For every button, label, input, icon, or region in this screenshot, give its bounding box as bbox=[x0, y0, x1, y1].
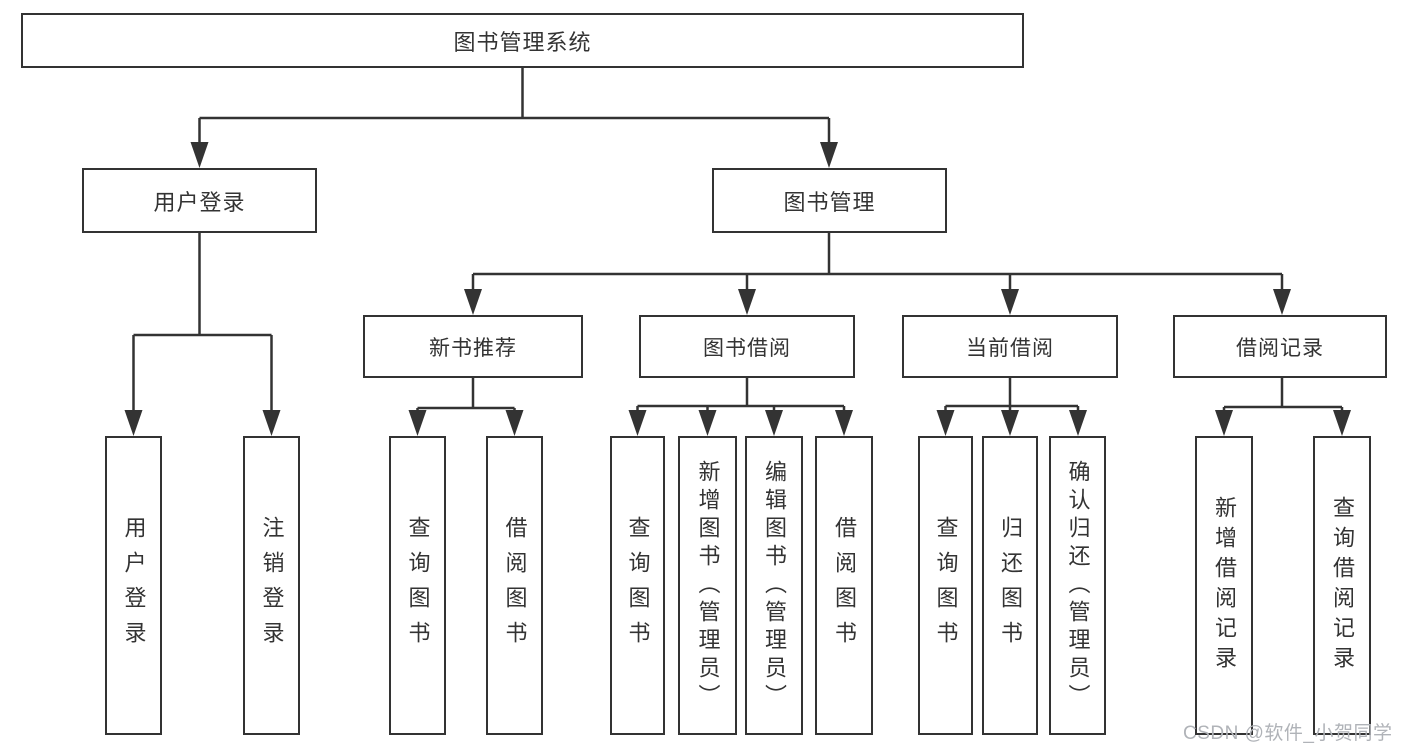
connector-book-borrow-group bbox=[636, 378, 846, 412]
leaf-add-books-admin: 新增图书（管理员） bbox=[678, 436, 737, 735]
arrow-leaf-user-login bbox=[124, 410, 143, 436]
arrow-book-borrow bbox=[738, 289, 756, 315]
leaf-add-books-admin-label: 新增图书（管理员） bbox=[695, 459, 721, 712]
node-root-label: 图书管理系统 bbox=[453, 29, 592, 55]
leaf-edit-books-admin: 编辑图书（管理员） bbox=[745, 436, 803, 735]
connector-new-book-group bbox=[416, 378, 516, 412]
leaf-return-books-label: 归还图书 bbox=[998, 515, 1023, 656]
node-book-management: 图书管理 bbox=[712, 168, 947, 233]
arrow-borrow-records bbox=[1273, 289, 1291, 315]
arrow-leaf-query-record bbox=[1333, 410, 1351, 436]
arrow-leaf-add-record bbox=[1215, 410, 1233, 436]
leaf-confirm-return-admin: 确认归还（管理员） bbox=[1049, 436, 1106, 735]
leaf-user-login-label: 用户登录 bbox=[121, 515, 147, 656]
node-book-borrow-label: 图书借阅 bbox=[703, 336, 791, 360]
node-borrow-records-label: 借阅记录 bbox=[1236, 336, 1324, 360]
leaf-logout-label: 注销登录 bbox=[259, 515, 285, 656]
leaf-confirm-return-admin-label: 确认归还（管理员） bbox=[1065, 459, 1091, 712]
node-user-login: 用户登录 bbox=[82, 168, 317, 233]
arrow-leaf-query-books-2 bbox=[628, 410, 647, 436]
leaf-borrow-books-1-label: 借阅图书 bbox=[502, 515, 528, 656]
leaf-query-books-1: 查询图书 bbox=[389, 436, 446, 735]
arrow-current-borrow bbox=[1001, 289, 1019, 315]
connector-current-borrow-group bbox=[944, 378, 1080, 412]
leaf-query-borrow-record: 查询借阅记录 bbox=[1313, 436, 1371, 735]
arrow-leaf-logout bbox=[262, 410, 281, 436]
node-current-borrow: 当前借阅 bbox=[902, 315, 1118, 378]
leaf-user-login: 用户登录 bbox=[105, 436, 162, 735]
leaf-borrow-books-1: 借阅图书 bbox=[486, 436, 543, 735]
node-user-login-label: 用户登录 bbox=[153, 189, 246, 215]
leaf-edit-books-admin-label: 编辑图书（管理员） bbox=[762, 459, 787, 712]
connector-user-login-group bbox=[132, 233, 273, 412]
leaf-borrow-books-2: 借阅图书 bbox=[815, 436, 873, 735]
arrow-leaf-query-books-3 bbox=[936, 410, 955, 436]
leaf-query-books-3: 查询图书 bbox=[918, 436, 973, 735]
leaf-borrow-books-2-label: 借阅图书 bbox=[832, 515, 857, 656]
leaf-query-books-2: 查询图书 bbox=[610, 436, 665, 735]
arrow-leaf-edit-books bbox=[765, 410, 783, 436]
arrowheads bbox=[124, 142, 1351, 436]
node-current-borrow-label: 当前借阅 bbox=[966, 336, 1054, 360]
arrow-leaf-return-books bbox=[1001, 410, 1019, 436]
arrow-leaf-borrow-books-1 bbox=[505, 410, 524, 436]
arrow-user-login bbox=[190, 142, 209, 168]
arrow-leaf-borrow-books-2 bbox=[835, 410, 853, 436]
arrow-book-mgmt bbox=[820, 142, 838, 168]
leaf-query-books-3-label: 查询图书 bbox=[933, 515, 959, 656]
leaf-logout: 注销登录 bbox=[243, 436, 300, 735]
node-book-borrow: 图书借阅 bbox=[639, 315, 855, 378]
arrow-leaf-query-books-1 bbox=[408, 410, 427, 436]
node-new-book-recommend: 新书推荐 bbox=[363, 315, 583, 378]
leaf-query-borrow-record-label: 查询借阅记录 bbox=[1330, 495, 1355, 676]
connector-book-mgmt-to-level3 bbox=[471, 233, 1284, 291]
arrow-leaf-confirm-return bbox=[1069, 410, 1087, 436]
connector-borrow-records-group bbox=[1222, 378, 1344, 412]
leaf-query-books-2-label: 查询图书 bbox=[625, 515, 651, 656]
node-borrow-records: 借阅记录 bbox=[1173, 315, 1387, 378]
connector-root-to-level2 bbox=[198, 68, 831, 144]
node-root-library-system: 图书管理系统 bbox=[21, 13, 1024, 68]
leaf-return-books: 归还图书 bbox=[982, 436, 1038, 735]
arrow-new-book-rec bbox=[464, 289, 482, 315]
node-book-management-label: 图书管理 bbox=[783, 189, 876, 215]
node-new-book-recommend-label: 新书推荐 bbox=[429, 336, 517, 360]
leaf-add-borrow-record: 新增借阅记录 bbox=[1195, 436, 1253, 735]
csdn-watermark: CSDN @软件_小贺同学 bbox=[1183, 723, 1393, 744]
leaf-add-borrow-record-label: 新增借阅记录 bbox=[1212, 495, 1237, 676]
leaf-query-books-1-label: 查询图书 bbox=[405, 515, 431, 656]
arrow-leaf-add-books bbox=[698, 410, 717, 436]
